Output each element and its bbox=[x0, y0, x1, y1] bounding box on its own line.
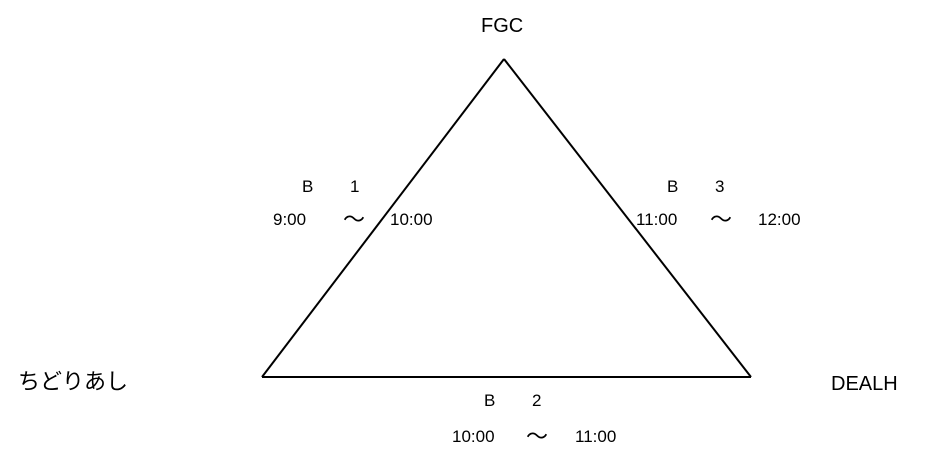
match-1-num: 1 bbox=[350, 177, 360, 196]
edge-right bbox=[503, 58, 752, 378]
match-3-num: 3 bbox=[715, 177, 725, 196]
match-1-start: 9:00 bbox=[273, 210, 307, 229]
match-1-code: B bbox=[302, 177, 314, 196]
match-2-end: 11:00 bbox=[575, 427, 617, 446]
match-3-sep: ～ bbox=[710, 208, 733, 233]
team-right: DEALH bbox=[831, 373, 898, 395]
match-2-start: 10:00 bbox=[452, 427, 495, 446]
match-2-code: B bbox=[484, 391, 496, 410]
team-top: FGC bbox=[481, 15, 524, 37]
edge-left bbox=[261, 58, 505, 378]
match-3-end: 12:00 bbox=[758, 210, 801, 229]
match-1-end: 10:00 bbox=[390, 210, 433, 229]
match-1-sep: ～ bbox=[343, 208, 366, 233]
match-3-code: B bbox=[667, 177, 679, 196]
match-2-sep: ～ bbox=[526, 425, 549, 450]
team-left: ちどりあし bbox=[18, 369, 129, 394]
match-3-start: 11:00 bbox=[636, 210, 678, 229]
match-2-num: 2 bbox=[532, 391, 542, 410]
